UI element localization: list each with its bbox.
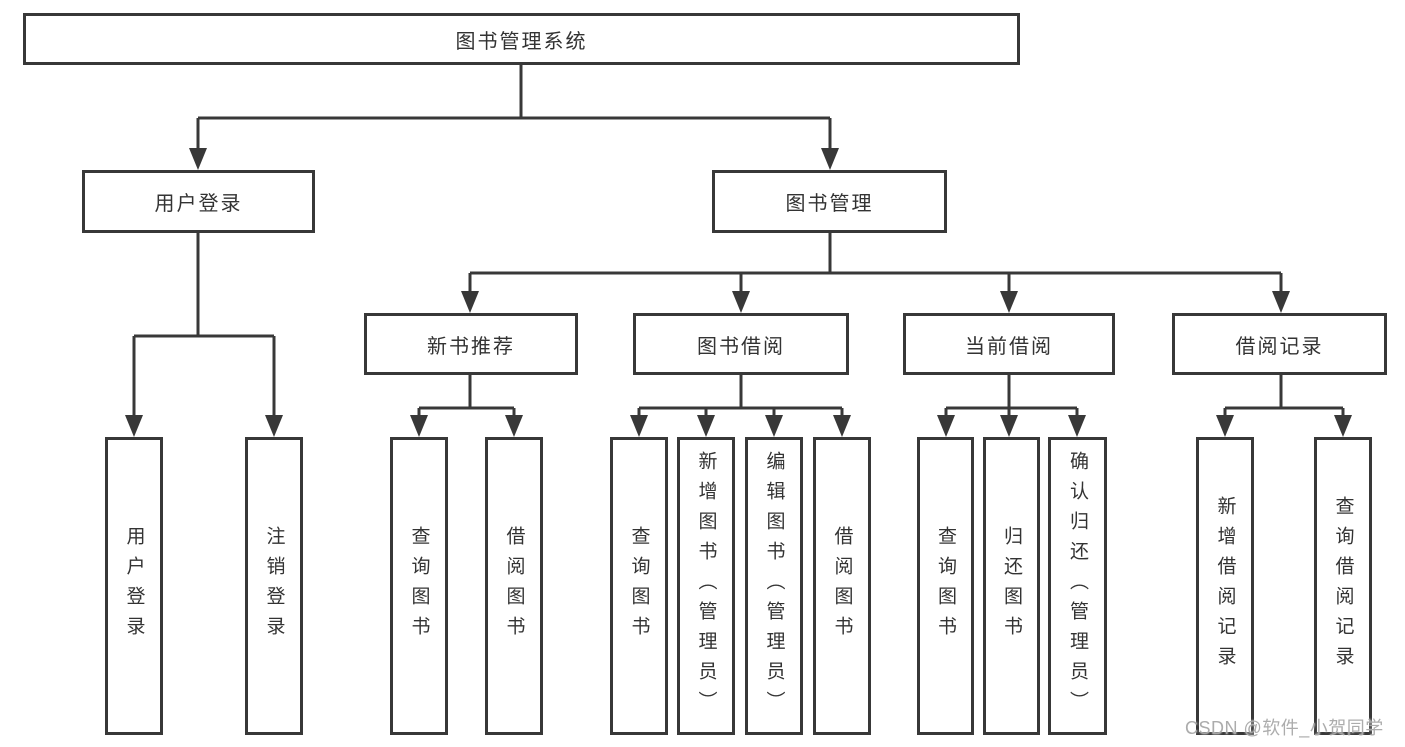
edge-new-book-recommend-to-children [410, 375, 523, 437]
edge-user-login-to-children [125, 233, 283, 437]
leaf-query-borrow-record: 查询借阅记录 [1314, 437, 1372, 735]
arrowhead-icon [265, 415, 283, 437]
arrowhead-icon [697, 415, 715, 437]
arrowhead-icon [937, 415, 955, 437]
arrowhead-icon [833, 415, 851, 437]
arrowhead-icon [1272, 291, 1290, 313]
node-new-book-recommend: 新书推荐 [364, 313, 578, 375]
arrowhead-icon [505, 415, 523, 437]
connector-line [1223, 375, 1345, 419]
node-book-borrow: 图书借阅 [633, 313, 849, 375]
arrowhead-icon [1216, 415, 1234, 437]
leaf-logout: 注销登录 [245, 437, 303, 735]
node-user-login: 用户登录 [82, 170, 315, 233]
node-library-management-system: 图书管理系统 [23, 13, 1020, 65]
connector-line [468, 233, 1283, 295]
arrowhead-icon [189, 148, 207, 170]
arrowhead-icon [732, 291, 750, 313]
leaf-return-book: 归还图书 [983, 437, 1040, 735]
leaf-query-books: 查询图书 [610, 437, 668, 735]
leaf-borrow-books: 借阅图书 [813, 437, 871, 735]
leaf-confirm-return-admin: 确认归还（管理员） [1048, 437, 1107, 735]
node-borrow-records: 借阅记录 [1172, 313, 1387, 375]
connector-line [944, 375, 1079, 419]
arrowhead-icon [630, 415, 648, 437]
connector-line [196, 65, 832, 152]
arrowhead-icon [125, 415, 143, 437]
node-current-borrow: 当前借阅 [903, 313, 1115, 375]
connector-line [417, 375, 516, 419]
edge-root-to-level2 [189, 65, 839, 170]
leaf-add-book-admin: 新增图书（管理员） [677, 437, 735, 735]
leaf-user-login: 用户登录 [105, 437, 163, 735]
node-book-management: 图书管理 [712, 170, 947, 233]
arrowhead-icon [461, 291, 479, 313]
arrowhead-icon [1334, 415, 1352, 437]
edge-book-borrow-to-children [630, 375, 851, 437]
connector-line [637, 375, 844, 419]
edge-current-borrow-to-children [937, 375, 1086, 437]
leaf-query-books: 查询图书 [917, 437, 974, 735]
leaf-query-books: 查询图书 [390, 437, 448, 735]
leaf-edit-book-admin: 编辑图书（管理员） [745, 437, 803, 735]
leaf-borrow-books: 借阅图书 [485, 437, 543, 735]
arrowhead-icon [410, 415, 428, 437]
edge-borrow-records-to-children [1216, 375, 1352, 437]
arrowhead-icon [1000, 415, 1018, 437]
arrowhead-icon [821, 148, 839, 170]
edge-book-management-to-level3 [461, 233, 1290, 313]
arrowhead-icon [1000, 291, 1018, 313]
csdn-watermark: CSDN @软件_小贺同学 [1185, 718, 1384, 738]
leaf-add-borrow-record: 新增借阅记录 [1196, 437, 1254, 735]
connector-line [132, 233, 276, 419]
arrowhead-icon [1068, 415, 1086, 437]
arrowhead-icon [765, 415, 783, 437]
